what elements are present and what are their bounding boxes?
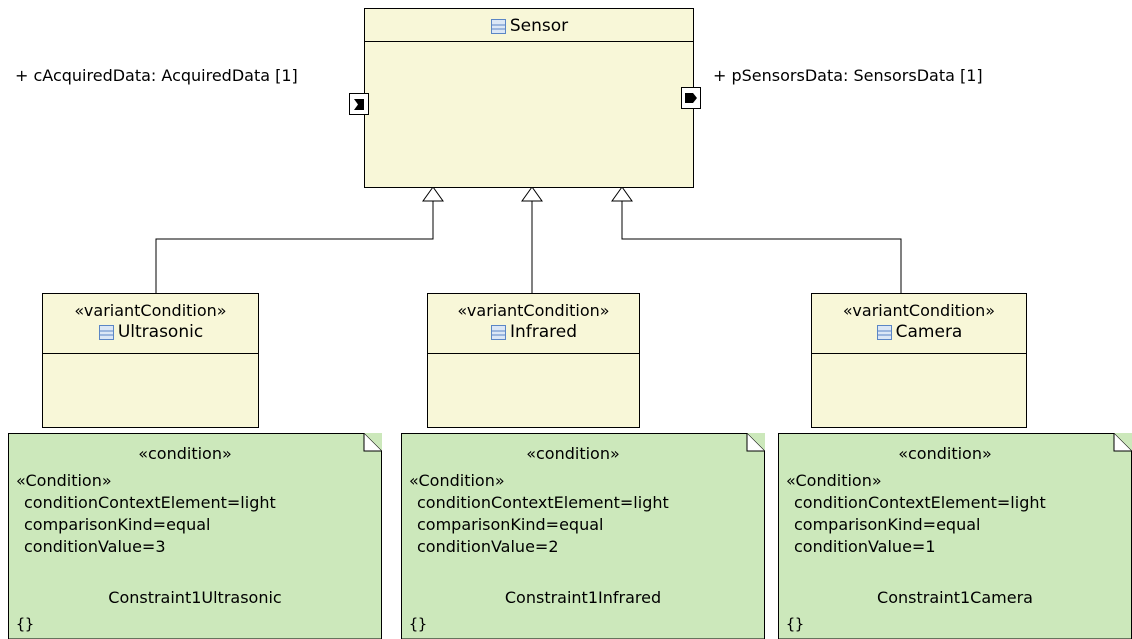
port-p-sensors-data[interactable] (681, 87, 701, 109)
variant-name: Camera (895, 322, 963, 342)
variant-title: Ultrasonic (98, 321, 203, 343)
variant-header-infrared: «variantCondition» Infrared (428, 294, 639, 354)
variant-class-infrared[interactable]: «variantCondition» Infrared (427, 293, 640, 428)
note-keyword: «condition» (898, 444, 992, 463)
port-c-acquired-data[interactable] (349, 93, 369, 115)
generalization-arrow-icon (422, 186, 444, 202)
note-constraint-name: Constraint1Camera (877, 588, 1033, 607)
variant-header-camera: «variantCondition» Camera (812, 294, 1026, 354)
note-constraint-name: Constraint1Ultrasonic (108, 588, 282, 607)
note-frame (778, 433, 1132, 639)
port-left-label: + cAcquiredData: AcquiredData [1] (15, 66, 298, 85)
note-prop: conditionContextElement=light (794, 493, 1046, 512)
edge-camera-sensor (621, 201, 902, 293)
generalization-arrow-icon (611, 186, 633, 202)
note-constraint-name: Constraint1Infrared (504, 588, 662, 607)
variant-class-ultrasonic[interactable]: «variantCondition» Ultrasonic (42, 293, 259, 428)
edge-ultrasonic-sensor (155, 201, 434, 293)
generalization-arrow-icon (521, 186, 543, 202)
variant-stereotype: «variantCondition» (457, 301, 610, 320)
variant-class-camera[interactable]: «variantCondition» Camera (811, 293, 1027, 428)
sensor-class-title: Sensor (490, 15, 568, 37)
note-body: {} (16, 615, 35, 633)
note-body: {} (409, 615, 428, 633)
class-icon (876, 324, 892, 340)
constraint-note-infrared[interactable]: «condition» «Condition» conditionContext… (401, 433, 765, 639)
variant-stereotype: «variantCondition» (74, 301, 227, 320)
variant-title: Infrared (490, 321, 577, 343)
class-icon (98, 324, 114, 340)
note-stereotype: «Condition» (786, 471, 882, 490)
sensor-class-header: Sensor (365, 9, 693, 42)
variant-name: Infrared (509, 322, 578, 342)
variant-header-ultrasonic: «variantCondition» Ultrasonic (43, 294, 258, 354)
note-frame (8, 433, 382, 639)
class-icon (490, 324, 506, 340)
note-prop: comparisonKind=equal (24, 515, 211, 534)
note-keyword: «condition» (526, 444, 620, 463)
variant-name: Ultrasonic (117, 322, 204, 342)
note-prop: conditionValue=1 (794, 537, 936, 556)
note-prop: conditionContextElement=light (24, 493, 276, 512)
sensor-class-name: Sensor (509, 16, 569, 36)
variant-stereotype: «variantCondition» (842, 301, 996, 320)
sensor-class[interactable]: Sensor (364, 8, 694, 188)
variant-title: Camera (876, 321, 963, 343)
note-frame (401, 433, 765, 639)
note-keyword: «condition» (138, 444, 232, 463)
class-icon (490, 18, 506, 34)
port-in-icon (354, 99, 364, 110)
note-prop: conditionContextElement=light (417, 493, 669, 512)
port-right-label: + pSensorsData: SensorsData [1] (713, 66, 983, 85)
note-prop: conditionValue=2 (417, 537, 559, 556)
note-body: {} (786, 615, 805, 633)
note-stereotype: «Condition» (409, 471, 505, 490)
constraint-note-ultrasonic[interactable]: «condition» «Condition» conditionContext… (8, 433, 382, 639)
note-prop: comparisonKind=equal (794, 515, 981, 534)
constraint-note-camera[interactable]: «condition» «Condition» conditionContext… (778, 433, 1132, 639)
note-prop: conditionValue=3 (24, 537, 166, 556)
port-out-icon (685, 93, 697, 103)
note-stereotype: «Condition» (16, 471, 112, 490)
note-prop: comparisonKind=equal (417, 515, 604, 534)
